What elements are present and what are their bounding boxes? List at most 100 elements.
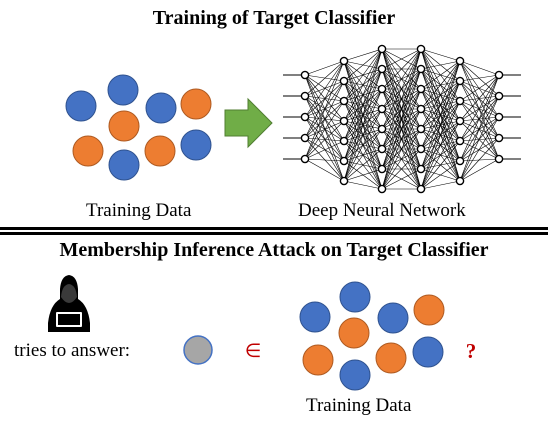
network-node	[377, 64, 387, 74]
hacker-icon	[48, 275, 90, 332]
training-data-caption-bottom: Training Data	[306, 395, 412, 416]
network-connection	[420, 80, 461, 190]
network-connection	[343, 48, 383, 62]
network-connection	[304, 116, 345, 182]
network-connection	[304, 60, 345, 97]
network-node	[494, 154, 504, 164]
network-connection	[304, 140, 345, 160]
data-point-blue	[180, 129, 212, 161]
network-connection	[459, 120, 500, 160]
section-divider	[0, 232, 548, 235]
network-connection	[381, 48, 422, 90]
network-connection	[420, 140, 461, 190]
network-node	[455, 176, 465, 186]
data-point-blue	[339, 281, 371, 313]
network-connection	[304, 137, 345, 182]
network-node	[416, 184, 426, 194]
bottom-section-title: Membership Inference Attack on Target Cl…	[59, 239, 489, 261]
network-connection	[420, 60, 461, 70]
network-node	[416, 164, 426, 174]
network-connection	[381, 48, 422, 110]
network-connection	[420, 120, 461, 190]
network-connection	[459, 158, 500, 162]
network-connection	[304, 137, 345, 162]
network-node	[377, 144, 387, 154]
network-connection	[343, 48, 383, 162]
data-point-orange	[302, 344, 334, 376]
network-connection	[420, 60, 461, 150]
data-point-blue	[377, 302, 409, 334]
network-node	[339, 156, 349, 166]
network-connection	[304, 74, 345, 122]
network-connection	[304, 74, 345, 142]
network-node	[416, 44, 426, 54]
network-connection	[459, 140, 500, 160]
network-node	[494, 91, 504, 101]
network-connection	[304, 74, 345, 102]
network-connection	[459, 116, 500, 182]
data-point-blue	[65, 90, 97, 122]
neural-network-edges	[304, 48, 500, 190]
network-connection	[459, 74, 500, 162]
network-connection	[459, 80, 500, 139]
network-node	[339, 116, 349, 126]
network-node	[339, 96, 349, 106]
attacker-question-text: tries to answer:	[14, 340, 131, 361]
network-connection	[459, 120, 500, 139]
network-connection	[381, 48, 422, 130]
network-node	[494, 70, 504, 80]
network-connection	[459, 100, 500, 139]
network-node	[416, 124, 426, 134]
network-connection	[459, 100, 500, 118]
data-point-blue	[339, 359, 371, 391]
network-connection	[381, 108, 422, 190]
network-node	[339, 136, 349, 146]
network-connection	[304, 60, 345, 160]
network-connection	[381, 48, 422, 150]
network-connection	[420, 160, 461, 190]
network-connection	[343, 88, 383, 182]
network-node	[416, 64, 426, 74]
network-connection	[304, 60, 345, 139]
network-connection	[343, 68, 383, 182]
network-node	[377, 124, 387, 134]
network-connection	[420, 60, 461, 110]
network-connection	[343, 108, 383, 182]
network-connection	[304, 116, 345, 162]
data-point-orange	[338, 317, 370, 349]
deep-neural-network-caption: Deep Neural Network	[298, 200, 466, 221]
network-connection	[459, 116, 500, 122]
network-connection	[420, 60, 461, 130]
network-connection	[304, 137, 345, 142]
network-node	[416, 84, 426, 94]
network-connection	[420, 60, 461, 90]
data-point-blue	[145, 92, 177, 124]
data-point-blue	[108, 149, 140, 181]
network-connection	[304, 95, 345, 182]
network-node	[377, 84, 387, 94]
neural-network-nodes	[300, 44, 504, 194]
network-connection	[343, 48, 383, 82]
network-node	[339, 56, 349, 66]
network-connection	[304, 116, 345, 142]
network-connection	[459, 137, 500, 182]
network-node	[377, 104, 387, 114]
network-connection	[343, 168, 383, 182]
network-connection	[304, 95, 345, 102]
network-connection	[343, 148, 383, 182]
training-data-caption-top: Training Data	[86, 200, 192, 221]
network-connection	[381, 128, 422, 190]
network-connection	[304, 120, 345, 160]
training-data-cluster-bottom	[299, 281, 445, 391]
network-node	[455, 136, 465, 146]
network-connection	[459, 137, 500, 142]
network-connection	[304, 116, 345, 122]
network-connection	[459, 74, 500, 142]
network-node	[300, 70, 310, 80]
network-connection	[381, 68, 422, 190]
network-connection	[459, 95, 500, 182]
network-node	[455, 76, 465, 86]
network-connection	[304, 158, 345, 162]
network-connection	[304, 95, 345, 142]
network-connection	[459, 158, 500, 182]
